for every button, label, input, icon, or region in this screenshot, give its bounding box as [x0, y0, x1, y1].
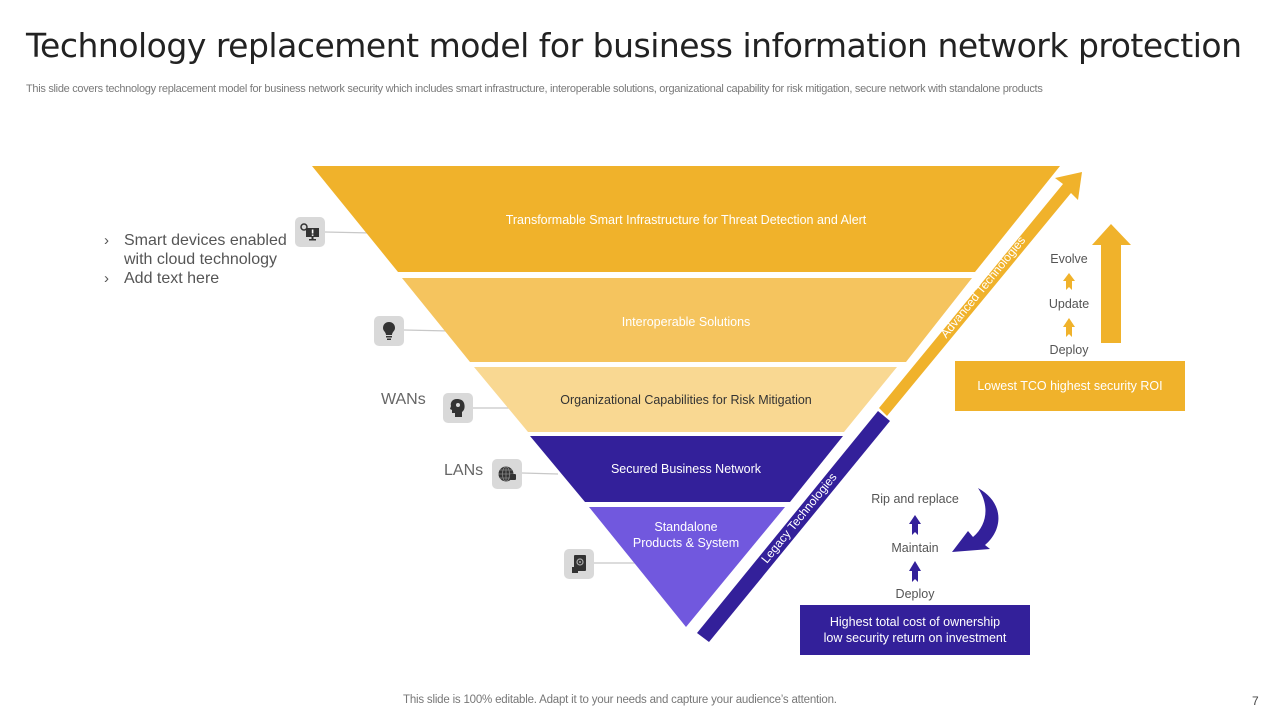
step-rip-and-replace: Rip and replace — [871, 492, 959, 506]
globe-icon — [498, 466, 516, 482]
connector-line-4 — [521, 472, 559, 475]
step-up-arrow-icon — [909, 515, 921, 535]
wans-label: WANs — [381, 391, 426, 408]
highest-tco-line2: low security return on investment — [823, 631, 1007, 645]
band-interoperable-solutions — [402, 278, 972, 362]
chevron-right-icon: › — [104, 232, 109, 249]
bullet-text: Add text here — [124, 270, 220, 287]
legacy-technologies-bar — [697, 411, 890, 642]
chevron-right-icon: › — [104, 270, 109, 287]
settings-document-icon — [572, 555, 586, 573]
head-gear-icon — [450, 399, 465, 417]
step-deploy-advanced: Deploy — [1049, 343, 1089, 357]
page-number: 7 — [1252, 694, 1259, 708]
lightbulb-icon — [383, 322, 395, 340]
band-organizational-capabilities — [474, 367, 897, 432]
footer-note: This slide is 100% editable. Adapt it to… — [403, 694, 837, 706]
curved-arrow-icon — [952, 488, 999, 552]
bullet-text: Smart devices enabled with cloud technol… — [124, 232, 287, 268]
band-label-smart-infrastructure: Transformable Smart Infrastructure for T… — [505, 213, 867, 227]
step-evolve: Evolve — [1050, 252, 1088, 266]
step-deploy-legacy: Deploy — [895, 587, 935, 601]
icon-box-3 — [443, 393, 473, 423]
band-label-secured-network: Secured Business Network — [610, 462, 762, 476]
step-up-arrow-icon — [909, 561, 921, 582]
lans-label: LANs — [444, 462, 484, 479]
lowest-tco-text: Lowest TCO highest security ROI — [977, 379, 1163, 393]
icon-box-1 — [295, 217, 325, 247]
icon-box-5 — [564, 549, 594, 579]
large-up-arrow-icon — [1092, 224, 1131, 343]
connector-line-2 — [403, 329, 451, 332]
icon-box-4 — [492, 459, 522, 489]
step-up-arrow-icon — [1063, 273, 1075, 290]
advanced-technologies-arrow — [879, 172, 1082, 416]
step-up-arrow-icon — [1063, 318, 1075, 337]
band-label-standalone-line2: Products & System — [632, 536, 740, 550]
band-standalone-products — [589, 507, 785, 627]
band-smart-infrastructure — [312, 166, 1060, 272]
bullet-item: › Smart devices enabled with cloud techn… — [104, 231, 294, 269]
page-title: Technology replacement model for busines… — [26, 26, 1242, 65]
bullet-item: › Add text here — [104, 269, 294, 288]
page-subtitle: This slide covers technology replacement… — [26, 83, 1043, 95]
band-label-standalone-line1: Standalone — [654, 520, 718, 534]
band-label-interoperable-solutions: Interoperable Solutions — [621, 315, 751, 329]
step-maintain: Maintain — [891, 541, 939, 555]
icon-box-2 — [374, 316, 404, 346]
highest-tco-box: Highest total cost of ownership low secu… — [800, 605, 1030, 655]
highest-tco-line1: Highest total cost of ownership — [829, 615, 1001, 629]
band-secured-network — [530, 436, 843, 502]
connector-line-1 — [324, 231, 373, 234]
band-label-organizational-capabilities: Organizational Capabilities for Risk Mit… — [560, 393, 812, 407]
monitor-alert-icon — [300, 223, 319, 241]
lowest-tco-box: Lowest TCO highest security ROI — [955, 361, 1185, 411]
bullet-list: › Smart devices enabled with cloud techn… — [104, 231, 294, 288]
step-update: Update — [1048, 297, 1090, 311]
